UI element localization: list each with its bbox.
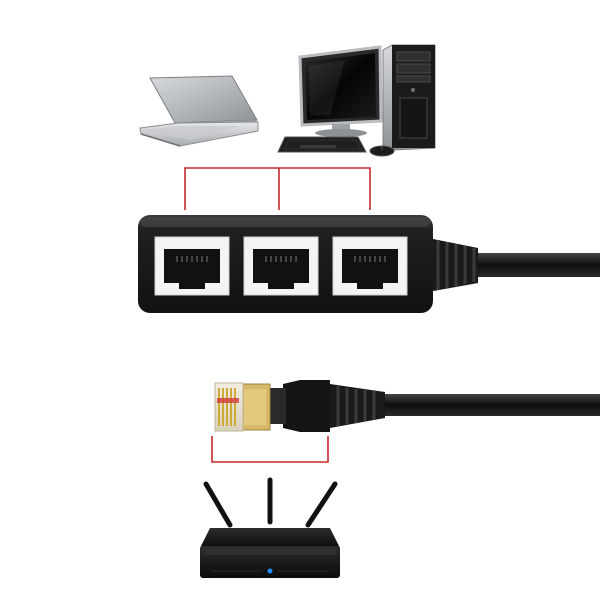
pc-tower-icon (382, 44, 436, 151)
mouse-icon (369, 145, 395, 157)
splitter-cable (428, 238, 600, 292)
upper-connection-lines (184, 167, 371, 210)
ethernet-port (243, 236, 319, 296)
ethernet-port (332, 236, 408, 296)
rj45-plug (214, 380, 600, 432)
ethernet-port (154, 236, 230, 296)
lower-connection-lines (211, 436, 329, 463)
router-status-led (267, 568, 273, 574)
laptop-icon (139, 75, 259, 147)
keyboard-icon (277, 136, 367, 153)
desktop-computer-icon (277, 44, 436, 157)
monitor-icon (298, 45, 383, 137)
ethernet-splitter (138, 215, 433, 313)
router-icon (200, 477, 340, 578)
